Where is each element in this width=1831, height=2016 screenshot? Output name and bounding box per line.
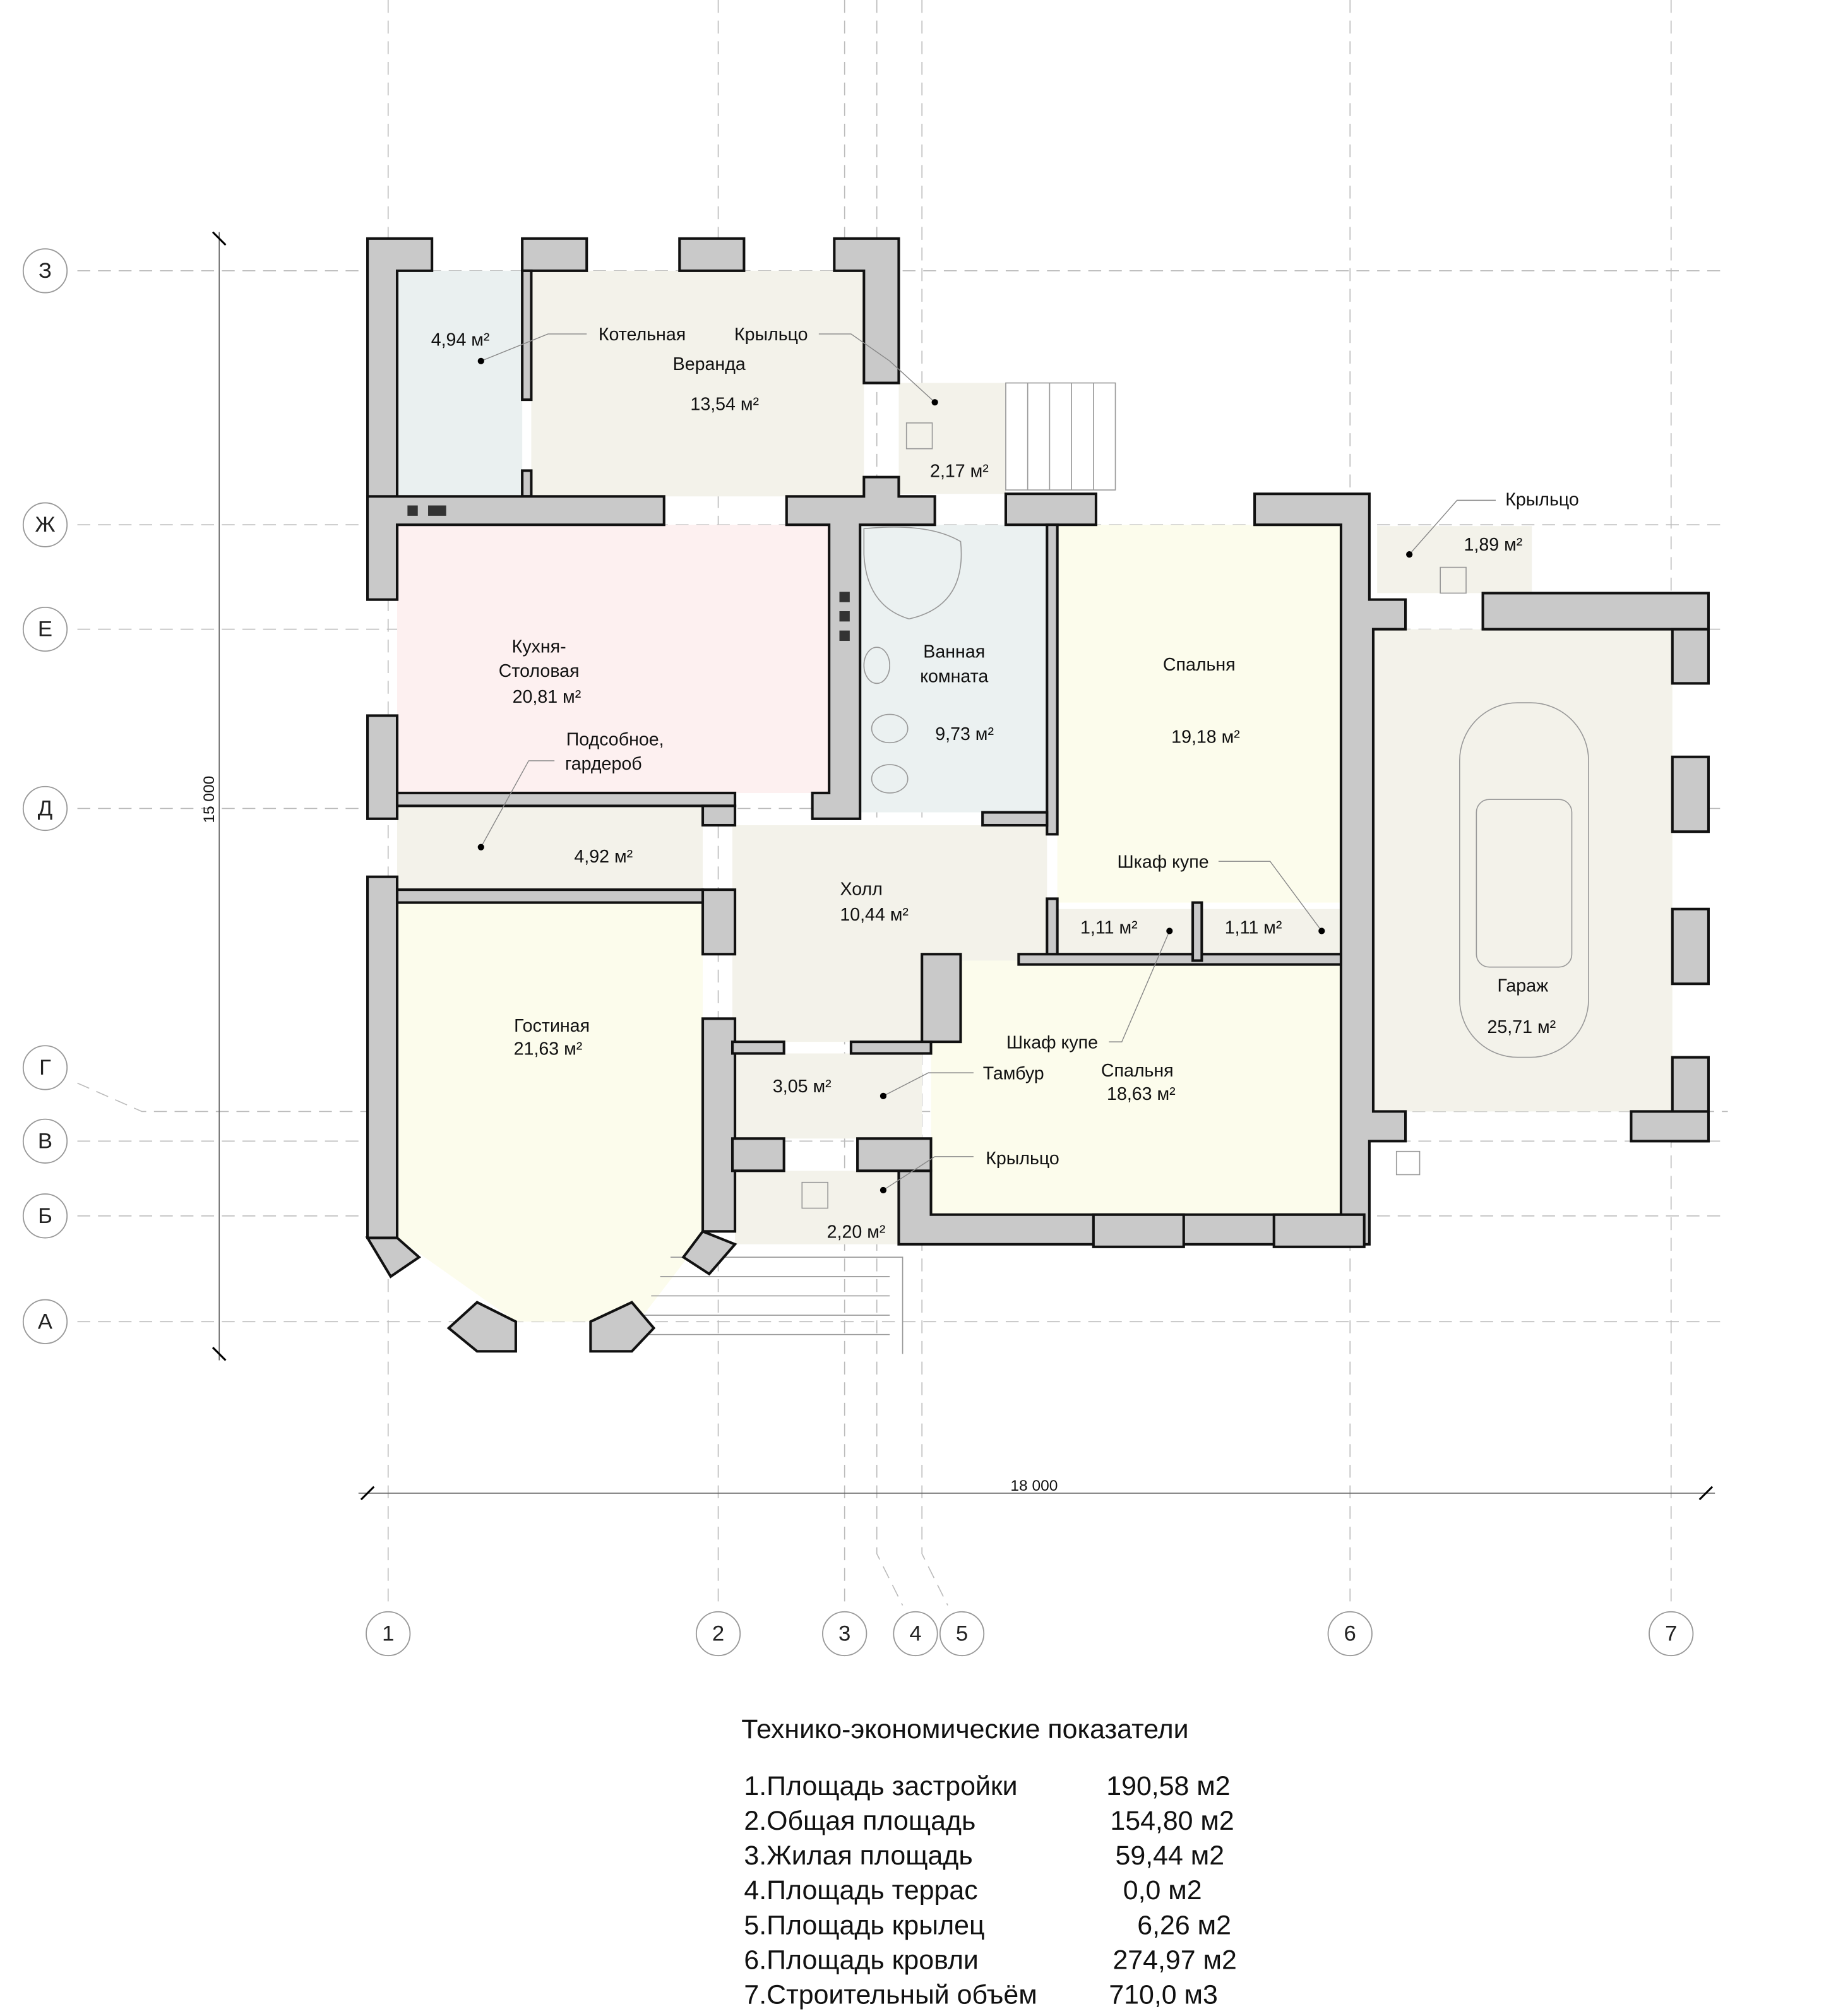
room-name: Подсобное, bbox=[566, 729, 664, 749]
room-name: Крыльцо bbox=[986, 1148, 1059, 1169]
room-name: Крыльцо bbox=[734, 325, 808, 345]
room-name: комната bbox=[920, 666, 988, 686]
axis-label: З bbox=[39, 259, 52, 283]
room-name: Шкаф купе bbox=[1006, 1032, 1098, 1053]
room-porch-top bbox=[898, 383, 1006, 494]
indicator-label: 5.Площадь крылец bbox=[744, 1910, 984, 1940]
room-name: Крыльцо bbox=[1505, 490, 1579, 510]
room-veranda bbox=[531, 270, 864, 497]
room-area: 10,44 м² bbox=[840, 905, 909, 925]
room-name: Тамбур bbox=[983, 1063, 1044, 1083]
indicator-value: 0,0 м2 bbox=[1123, 1875, 1202, 1906]
vent-blocks bbox=[407, 505, 850, 641]
room-area: 18,63 м² bbox=[1107, 1084, 1176, 1104]
toilet-icon bbox=[871, 764, 909, 794]
axis-label: 1 bbox=[382, 1621, 394, 1645]
axis-label: А bbox=[38, 1309, 53, 1333]
stairs bbox=[634, 382, 1116, 1354]
room-bedroom-2 bbox=[931, 960, 1341, 1215]
room-utility bbox=[397, 806, 703, 890]
indicator-label: 1.Площадь застройки bbox=[744, 1771, 1017, 1801]
room-name: Шкаф купе bbox=[1118, 852, 1209, 872]
room-area: 21,63 м² bbox=[514, 1039, 583, 1059]
room-name: Холл bbox=[840, 879, 883, 899]
column-axis-labels: 1 2 3 4 5 6 7 bbox=[366, 1611, 1694, 1657]
room-name: Гостиная bbox=[514, 1016, 590, 1036]
indicator-value: 6,26 м2 bbox=[1137, 1910, 1231, 1940]
axis-label: 3 bbox=[838, 1621, 850, 1645]
room-living bbox=[397, 902, 703, 1322]
room-area: 1,11 м² bbox=[1225, 918, 1282, 938]
room-area: 2,20 м² bbox=[827, 1222, 886, 1243]
indicator-value: 710,0 м3 bbox=[1109, 1980, 1218, 2010]
room-garage bbox=[1373, 629, 1673, 1112]
room-labels: 4,94 м² Котельная Веранда 13,54 м² Крыль… bbox=[431, 325, 1579, 1242]
fixtures bbox=[801, 422, 1589, 1209]
room-area: 13,54 м² bbox=[690, 394, 759, 414]
walls bbox=[365, 237, 1710, 1353]
toilet-icon bbox=[871, 713, 909, 744]
axis-label: В bbox=[38, 1129, 52, 1153]
room-area: 9,73 м² bbox=[935, 724, 994, 744]
axis-label: 2 bbox=[712, 1621, 724, 1645]
indicator-value: 154,80 м2 bbox=[1110, 1806, 1234, 1836]
car-icon bbox=[1458, 702, 1589, 1058]
area-markers bbox=[477, 357, 1413, 1194]
room-bedroom-1 bbox=[1057, 525, 1341, 903]
axis-label: Б bbox=[38, 1204, 52, 1228]
axis-label: 7 bbox=[1665, 1621, 1677, 1645]
axis-label: Ж bbox=[35, 513, 55, 537]
room-name: Спальня bbox=[1163, 655, 1236, 675]
room-boiler bbox=[397, 270, 523, 497]
indicator-value: 190,58 м2 bbox=[1106, 1771, 1230, 1801]
width-dimension: 18 000 bbox=[1010, 1477, 1058, 1494]
room-kitchen bbox=[397, 525, 830, 793]
room-name: Спальня bbox=[1101, 1061, 1174, 1081]
leader-lines bbox=[480, 333, 1496, 1191]
room-area: 3,05 м² bbox=[773, 1077, 832, 1097]
axis-label: Д bbox=[38, 796, 53, 820]
indicator-value: 274,97 м2 bbox=[1112, 1945, 1236, 1975]
indicator-label: 3.Жилая площадь bbox=[744, 1840, 972, 1871]
dimension-lines: 15 000 18 000 bbox=[201, 231, 1715, 1501]
sink-icon bbox=[863, 647, 890, 684]
room-area: 1,11 м² bbox=[1080, 918, 1138, 938]
room-tambur bbox=[732, 1053, 922, 1139]
room-area: 25,71 м² bbox=[1488, 1017, 1556, 1037]
room-closet-2 bbox=[1202, 909, 1341, 955]
rooms bbox=[397, 270, 1673, 1322]
indicators-title: Технико-экономические показатели bbox=[741, 1714, 1188, 1745]
room-name: Кухня- bbox=[512, 636, 566, 657]
indicator-value: 59,44 м2 bbox=[1116, 1840, 1225, 1871]
bathtub-icon bbox=[863, 526, 962, 620]
room-area: 1,89 м² bbox=[1464, 535, 1523, 555]
indicator-label: 4.Площадь террас bbox=[744, 1875, 977, 1906]
room-area: 19,18 м² bbox=[1171, 727, 1240, 747]
room-name: Котельная bbox=[599, 325, 686, 345]
axis-label: Е bbox=[38, 617, 52, 641]
room-area: 20,81 м² bbox=[513, 687, 582, 707]
room-name: Гараж bbox=[1498, 975, 1549, 996]
room-area: 2,17 м² bbox=[930, 462, 989, 482]
indicator-label: 2.Общая площадь bbox=[744, 1806, 975, 1836]
room-name: Ванная bbox=[923, 642, 985, 662]
room-porch-right bbox=[1377, 526, 1532, 593]
indicators-table: Технико-экономические показатели 1.Площа… bbox=[741, 1714, 1237, 2010]
axis-label: 4 bbox=[909, 1621, 921, 1645]
indicator-label: 6.Площадь кровли bbox=[744, 1945, 979, 1975]
height-dimension: 15 000 bbox=[201, 776, 218, 823]
room-porch-bottom bbox=[735, 1171, 899, 1244]
room-area: 4,92 м² bbox=[574, 847, 633, 867]
row-axis-labels: З Ж Е Д Г В Б А bbox=[22, 248, 68, 1344]
axis-label: 6 bbox=[1344, 1621, 1356, 1645]
room-name: Веранда bbox=[673, 354, 746, 374]
indicator-label: 7.Строительный объём bbox=[744, 1980, 1037, 2010]
room-area: 4,94 м² bbox=[431, 330, 490, 350]
axis-label: 5 bbox=[956, 1621, 968, 1645]
room-name: Столовая bbox=[499, 661, 580, 681]
axis-label: Г bbox=[39, 1056, 51, 1080]
room-name: гардероб bbox=[565, 754, 642, 774]
